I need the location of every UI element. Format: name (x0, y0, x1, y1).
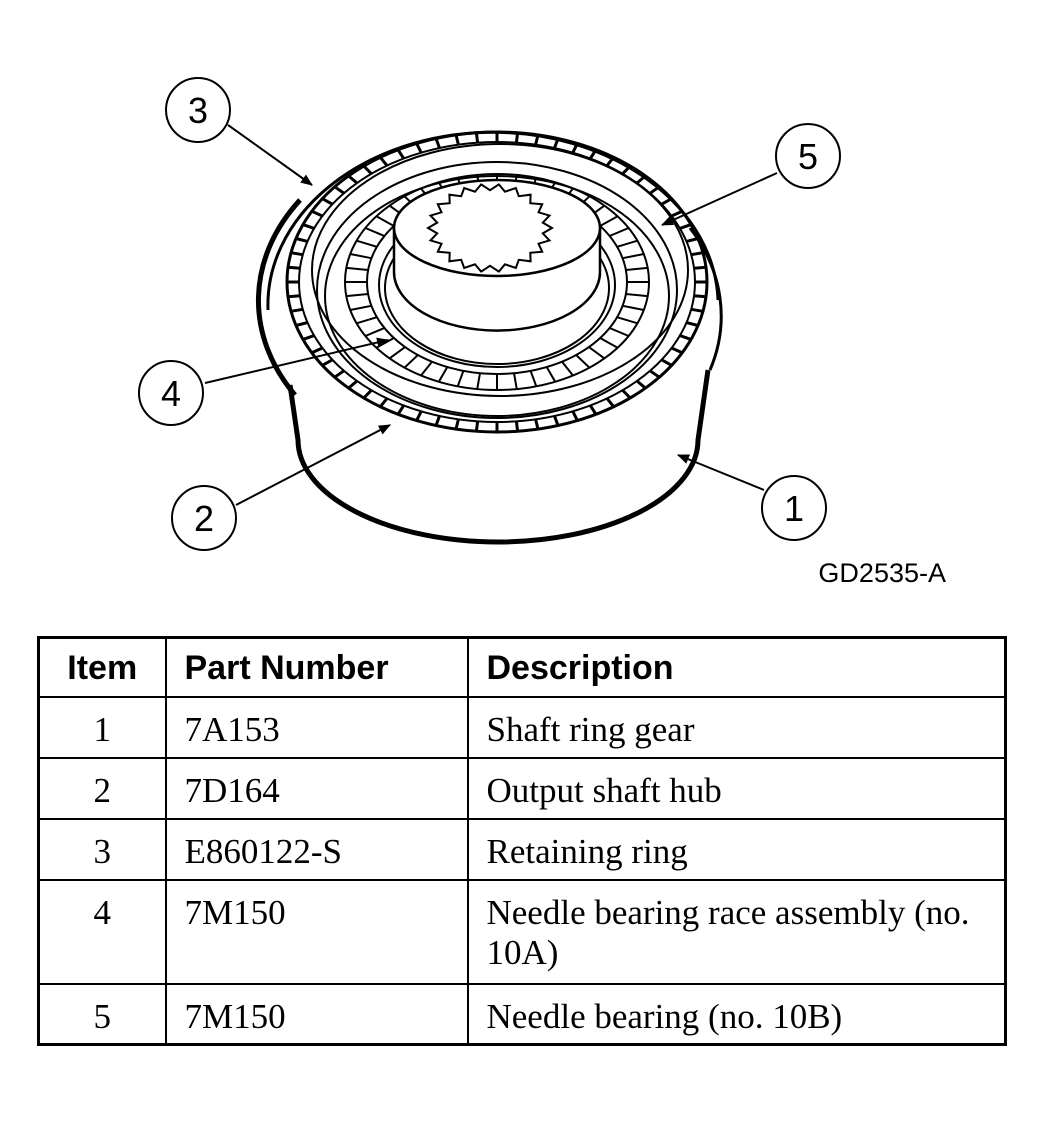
figure-id: GD2535-A (818, 558, 946, 588)
ring-gear-body (287, 369, 711, 545)
cell-item: 2 (37, 756, 167, 820)
callout-3: 3 (165, 77, 231, 143)
header-part-number: Part Number (164, 636, 469, 698)
svg-text:3: 3 (188, 90, 208, 131)
cell-part-number: 7A153 (164, 695, 469, 759)
table-row: 2 7D164 Output shaft hub (37, 756, 1007, 820)
cell-part-number: 7M150 (164, 878, 469, 985)
table-row: 5 7M150 Needle bearing (no. 10B) (37, 982, 1007, 1046)
svg-text:5: 5 (798, 136, 818, 177)
cell-item: 3 (37, 817, 167, 881)
header-description: Description (466, 636, 1007, 698)
cell-item: 4 (37, 878, 167, 985)
leader-arrow-4 (204, 337, 389, 384)
callout-5: 5 (775, 123, 841, 189)
exploded-part-diagram: 3 5 4 2 1 GD2535-A (138, 77, 946, 588)
cell-description: Shaft ring gear (466, 695, 1007, 759)
svg-text:1: 1 (784, 488, 804, 529)
retaining-ring (311, 143, 689, 397)
cell-description: Needle bearing race assembly (no. 10A) (466, 878, 1007, 985)
splined-bore (426, 183, 554, 273)
cell-item: 1 (37, 695, 167, 759)
gear-assembly-drawing (255, 130, 723, 545)
leader-arrow-1 (677, 454, 765, 491)
cell-description: Needle bearing (no. 10B) (466, 982, 1007, 1046)
table-row: 1 7A153 Shaft ring gear (37, 695, 1007, 759)
svg-text:2: 2 (194, 498, 214, 539)
parts-table: Item Part Number Description 1 7A153 Sha… (37, 636, 1007, 1046)
cell-part-number: E860122-S (164, 817, 469, 881)
svg-text:4: 4 (161, 373, 181, 414)
cell-description: Retaining ring (466, 817, 1007, 881)
cell-description: Output shaft hub (466, 756, 1007, 820)
leader-arrows (204, 124, 778, 506)
leader-arrow-5 (661, 172, 778, 226)
callout-2: 2 (171, 485, 237, 551)
table-row: 4 7M150 Needle bearing race assembly (no… (37, 878, 1007, 985)
hub-ring (316, 161, 678, 419)
leader-arrow-2 (235, 424, 391, 506)
cell-part-number: 7M150 (164, 982, 469, 1046)
header-item: Item (37, 636, 167, 698)
callout-1: 1 (761, 475, 827, 541)
callout-4: 4 (138, 360, 204, 426)
cell-item: 5 (37, 982, 167, 1046)
cell-part-number: 7D164 (164, 756, 469, 820)
leader-arrow-3 (227, 124, 313, 186)
table-row: 3 E860122-S Retaining ring (37, 817, 1007, 881)
table-header-row: Item Part Number Description (37, 636, 1007, 698)
callout-circles: 3 5 4 2 1 (138, 77, 841, 551)
